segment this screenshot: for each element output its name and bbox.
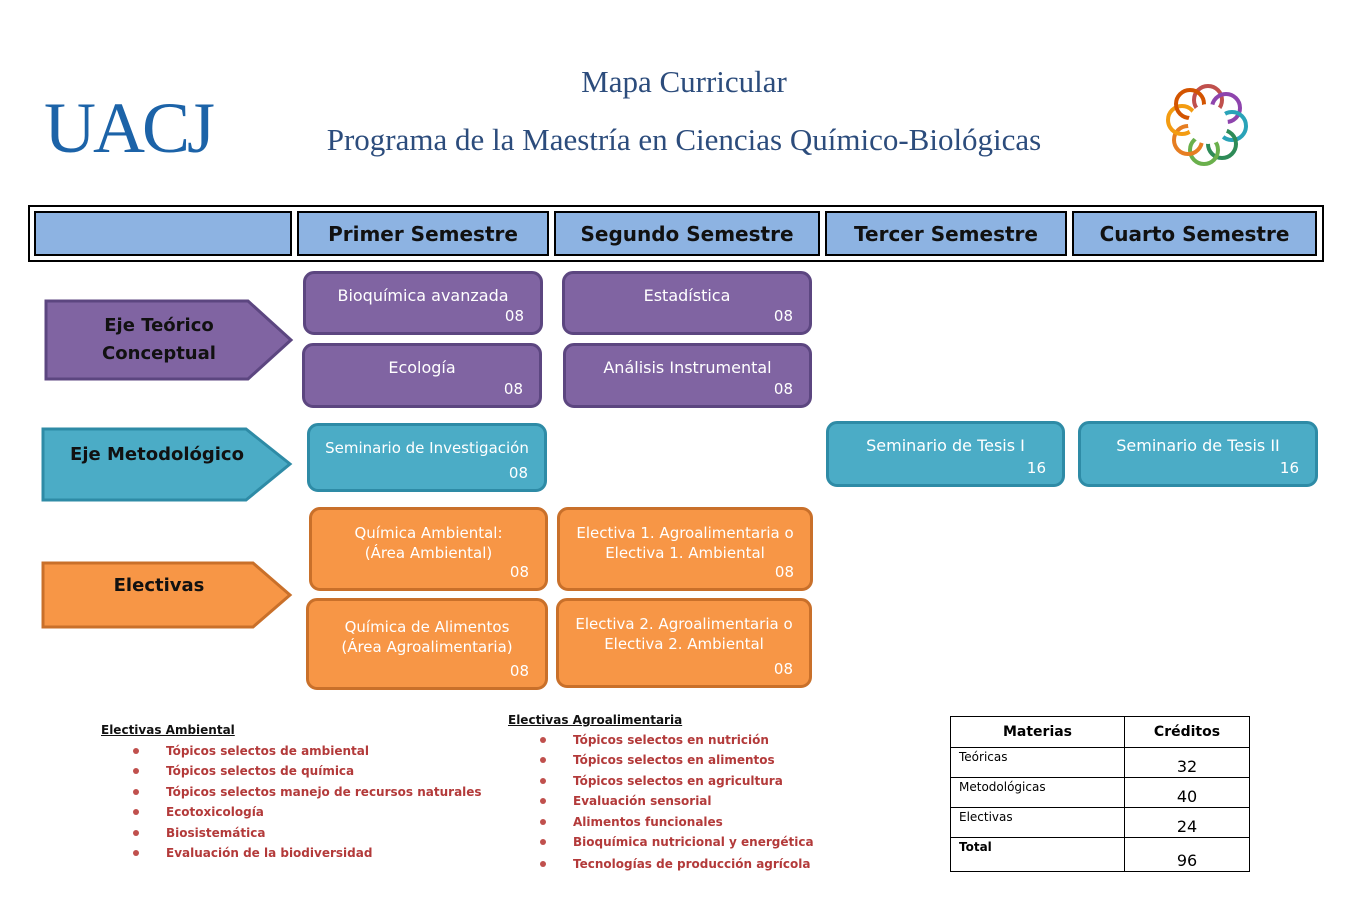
course-name: Química Ambiental: (Área Ambiental)	[354, 524, 503, 562]
course-estadistica: Estadística 08	[562, 271, 812, 335]
course-name: Seminario de Investigación	[325, 439, 529, 457]
course-name: Análisis Instrumental	[603, 358, 772, 377]
course-seminario-investigacion: Seminario de Investigación 08	[307, 423, 547, 492]
course-credits: 16	[1026, 459, 1046, 477]
course-name: Electiva 2. Agroalimentaria o Electiva 2…	[575, 615, 793, 653]
electivas-ambiental-list: Tópicos selectos de ambiental Tópicos se…	[100, 741, 482, 863]
course-quimica-ambiental: Química Ambiental: (Área Ambiental) 08	[309, 507, 548, 591]
semester-header-tercer: Tercer Semestre	[825, 211, 1067, 256]
table-cell-materia: Teóricas	[950, 747, 1125, 778]
axis-arrow-electivas	[41, 561, 293, 629]
course-ecologia: Ecología 08	[302, 343, 542, 408]
course-credits: 08	[773, 380, 793, 398]
axis-arrow-metodologico	[41, 427, 293, 502]
table-cell-materia: Metodológicas	[950, 777, 1125, 808]
list-item: Evaluación de la biodiversidad	[100, 843, 482, 863]
course-seminario-tesis-2: Seminario de Tesis II 16	[1078, 421, 1318, 487]
course-name: Química de Alimentos (Área Agroalimentar…	[341, 618, 513, 656]
list-item: Alimentos funcionales	[507, 812, 814, 832]
course-credits: 08	[773, 660, 793, 678]
list-item: Bioquímica nutricional y energética	[507, 832, 814, 852]
axis-label-electivas: Electivas	[113, 575, 205, 596]
table-cell-creditos: 40	[1124, 777, 1250, 808]
axis-label-metodologico: Eje Metodológico	[70, 443, 244, 465]
semester-header-primer: Primer Semestre	[297, 211, 549, 256]
list-item: Tecnologías de producción agrícola	[507, 854, 814, 874]
table-row: Metodológicas 40	[950, 777, 1250, 808]
course-seminario-tesis-1: Seminario de Tesis I 16	[826, 421, 1065, 487]
course-credits: 08	[773, 307, 793, 325]
course-credits: 08	[503, 380, 523, 398]
course-electiva-1: Electiva 1. Agroalimentaria o Electiva 1…	[557, 507, 813, 591]
uacj-logo: UACJ	[44, 88, 215, 168]
axis-label-teorico: Eje Teórico Conceptual	[102, 315, 216, 364]
flower-emblem-logo	[1166, 84, 1248, 166]
table-row-total: Total 96	[950, 837, 1250, 872]
table-row: Electivas 24	[950, 807, 1250, 838]
table-cell-materia: Total	[950, 837, 1125, 872]
course-name: Electiva 1. Agroalimentaria o Electiva 1…	[576, 524, 794, 562]
course-quimica-alimentos: Química de Alimentos (Área Agroalimentar…	[306, 598, 548, 690]
page-title: Mapa Curricular	[581, 64, 787, 99]
course-credits: 08	[508, 464, 528, 482]
electivas-agro-heading: Electivas Agroalimentaria	[508, 713, 683, 727]
course-bioquimica-avanzada: Bioquímica avanzada 08	[303, 271, 543, 335]
course-credits: 16	[1279, 459, 1299, 477]
list-item: Tópicos selectos en alimentos	[507, 750, 814, 770]
course-name: Ecología	[388, 358, 456, 377]
table-cell-creditos: 32	[1124, 747, 1250, 778]
semester-header-frame	[28, 205, 1324, 262]
semester-header-blank	[34, 211, 292, 256]
semester-header-segundo: Segundo Semestre	[554, 211, 820, 256]
electivas-ambiental-heading: Electivas Ambiental	[101, 723, 235, 737]
table-header-row: Materias Créditos	[950, 716, 1250, 748]
table-row: Teóricas 32	[950, 747, 1250, 778]
page-subtitle: Programa de la Maestría en Ciencias Quím…	[326, 122, 1042, 157]
semester-header-cuarto: Cuarto Semestre	[1072, 211, 1317, 256]
list-item: Tópicos selectos en agricultura	[507, 771, 814, 791]
course-credits: 08	[509, 563, 529, 581]
list-item: Evaluación sensorial	[507, 791, 814, 811]
table-header-materias: Materias	[950, 716, 1125, 748]
course-name: Bioquímica avanzada	[337, 286, 509, 305]
table-cell-materia: Electivas	[950, 807, 1125, 838]
course-credits: 08	[774, 563, 794, 581]
table-cell-creditos: 24	[1124, 807, 1250, 838]
list-item: Tópicos selectos manejo de recursos natu…	[100, 782, 482, 802]
course-credits: 08	[504, 307, 524, 325]
course-electiva-2: Electiva 2. Agroalimentaria o Electiva 2…	[556, 598, 812, 688]
list-item: Biosistemática	[100, 823, 482, 843]
table-header-creditos: Créditos	[1124, 716, 1250, 748]
course-name: Seminario de Tesis I	[866, 436, 1025, 455]
course-name: Seminario de Tesis II	[1116, 436, 1280, 455]
course-credits: 08	[509, 662, 529, 680]
course-analisis-instrumental: Análisis Instrumental 08	[563, 343, 812, 408]
course-name: Estadística	[643, 286, 731, 305]
list-item: Tópicos selectos en nutrición	[507, 730, 814, 750]
credits-table: Materias Créditos Teóricas 32 Metodológi…	[950, 716, 1250, 872]
table-cell-creditos: 96	[1124, 837, 1250, 872]
list-item: Tópicos selectos de ambiental	[100, 741, 482, 761]
list-item: Ecotoxicología	[100, 802, 482, 822]
axis-arrow-teorico	[44, 299, 294, 381]
electivas-agro-list: Tópicos selectos en nutrición Tópicos se…	[507, 730, 814, 875]
list-item: Tópicos selectos de química	[100, 761, 482, 781]
